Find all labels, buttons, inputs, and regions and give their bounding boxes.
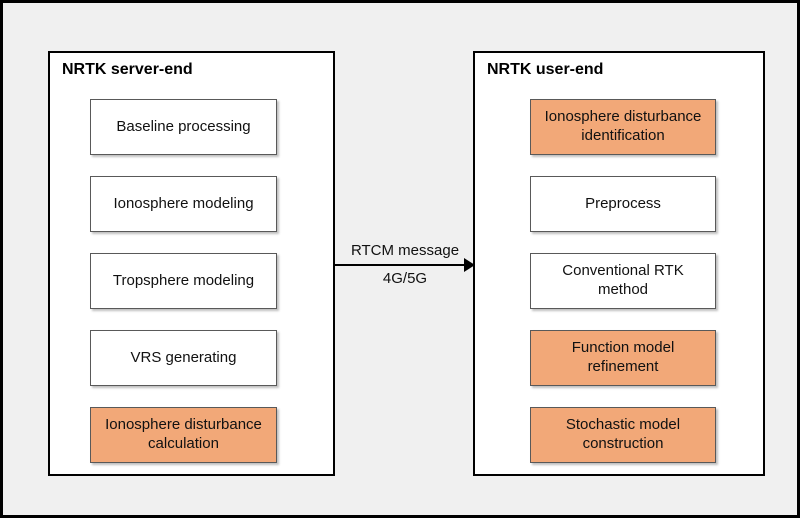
process-box-label: Ionosphere modeling — [113, 194, 254, 212]
process-box-label: Conventional RTK method — [562, 262, 684, 298]
process-box-conventional-rtk-method: Conventional RTK method — [530, 253, 716, 309]
process-box-label: Tropsphere modeling — [112, 271, 255, 289]
process-box-tropsphere-modeling: Tropsphere modeling — [90, 253, 277, 309]
process-box-function-model-refinement: Function model refinement — [530, 330, 716, 386]
process-box-ionosphere-disturbance-calculation: Ionosphere disturbance calculation — [90, 407, 277, 463]
arrow-label-rtcm-message: RTCM message — [350, 242, 460, 259]
process-box-vrs-generating: VRS generating — [90, 330, 277, 386]
process-box-label: Stochastic model construction — [565, 416, 681, 452]
process-box-label: Function model refinement — [571, 339, 675, 375]
user-panel-title: NRTK user-end — [487, 61, 604, 78]
process-box-baseline-processing: Baseline processing — [90, 99, 277, 155]
process-box-stochastic-model-construction: Stochastic model construction — [530, 407, 716, 463]
process-box-ionosphere-modeling: Ionosphere modeling — [90, 176, 277, 232]
process-box-ionosphere-disturbance-identification: Ionosphere disturbance identification — [530, 99, 716, 155]
process-box-label: Preprocess — [585, 194, 661, 212]
process-box-label: VRS generating — [130, 348, 237, 366]
flow-arrow-line — [335, 264, 466, 266]
arrow-label-4g-5g: 4G/5G — [382, 270, 428, 287]
process-box-label: Ionosphere disturbance calculation — [105, 416, 262, 452]
process-box-label: Baseline processing — [116, 117, 251, 135]
process-box-preprocess: Preprocess — [530, 176, 716, 232]
server-panel-title: NRTK server-end — [62, 61, 193, 78]
process-box-label: Ionosphere disturbance identification — [544, 108, 702, 144]
flow-arrow-head-icon — [464, 258, 475, 272]
